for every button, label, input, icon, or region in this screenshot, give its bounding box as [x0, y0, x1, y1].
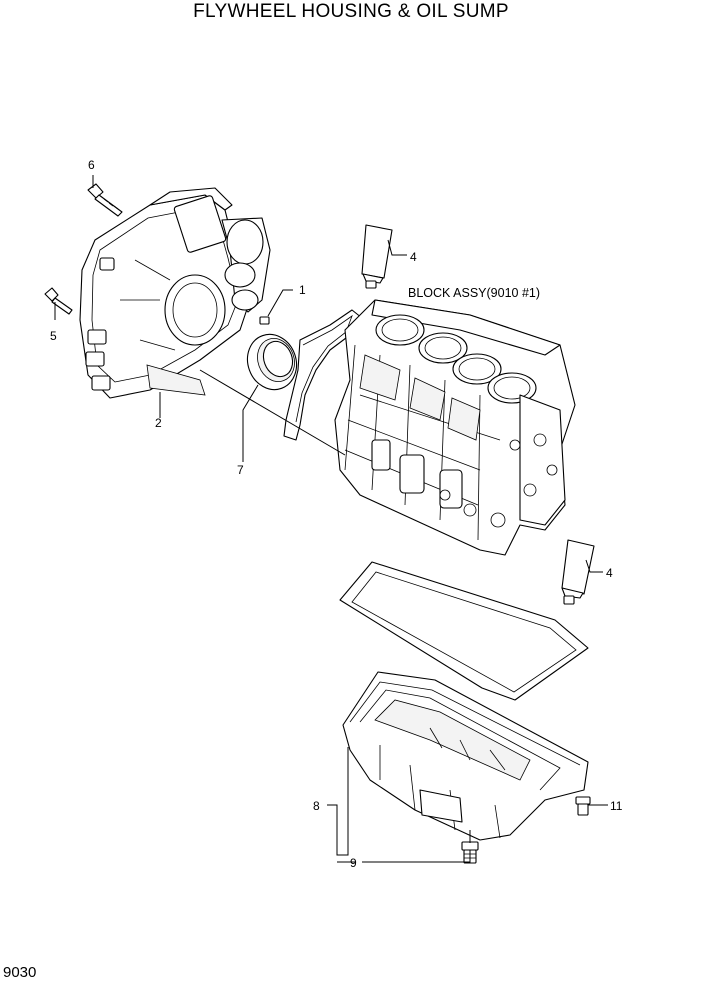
page-number: 9030 [3, 964, 37, 981]
callout-9: 9 [350, 856, 357, 870]
callout-7: 7 [237, 463, 244, 477]
block-assy-label: BLOCK ASSY(9010 #1) [408, 286, 540, 300]
callout-4-upper: 4 [410, 250, 417, 264]
cylinder-block[interactable] [334, 299, 576, 556]
oil-sump[interactable] [342, 671, 589, 841]
oil-pan-gasket[interactable] [339, 561, 589, 701]
crankshaft-rear-seal[interactable] [240, 327, 304, 396]
callout-4-lower: 4 [606, 566, 613, 580]
sump-plug[interactable] [575, 796, 591, 816]
flywheel-housing[interactable] [79, 187, 271, 399]
callout-8: 8 [313, 799, 320, 813]
callout-1: 1 [299, 283, 306, 297]
sealant-tube-lower[interactable] [561, 539, 595, 605]
callout-5: 5 [50, 329, 57, 343]
flywheel-housing-gasket[interactable] [283, 309, 363, 441]
page-title: FLYWHEEL HOUSING & OIL SUMP [193, 1, 509, 22]
plug-pin[interactable] [259, 316, 270, 325]
callout-11: 11 [610, 799, 623, 813]
callout-2: 2 [155, 416, 162, 430]
leader-lines [54, 175, 608, 863]
callout-6: 6 [88, 158, 95, 172]
bolt-6[interactable] [87, 183, 123, 217]
bolt-5[interactable] [44, 287, 73, 315]
sealant-tube-upper[interactable] [361, 224, 393, 289]
